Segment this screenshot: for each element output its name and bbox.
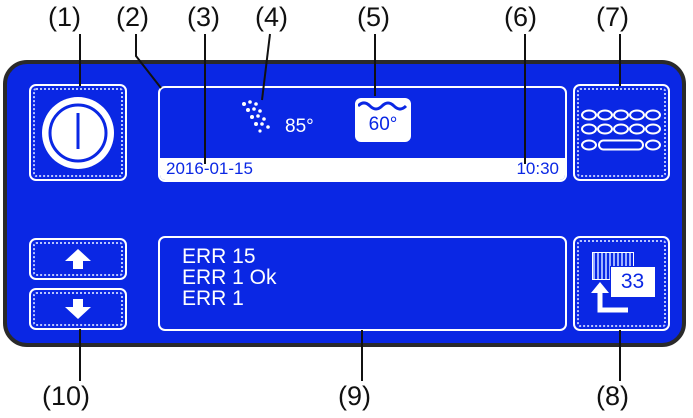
info-display: 85° 60° 2016-01-15 10:30 [158,86,567,182]
tank-indicator: 60° [355,98,411,142]
spray-temperature: 85° [285,116,314,137]
error-list: ERR 15 ERR 1 Ok ERR 1 [182,246,277,309]
scroll-up-button[interactable] [29,238,127,280]
tank-temperature: 60° [368,114,398,135]
list-item: ERR 1 Ok [182,266,277,289]
keypad-icon [580,109,661,150]
callout-1: (1) [48,2,81,32]
return-arrow-icon [590,281,628,312]
callout-8: (8) [596,381,629,411]
date-display: 2016-01-15 [166,159,253,178]
arrow-down-icon [65,299,91,319]
arrow-up-icon [65,249,91,269]
callout-3: (3) [187,2,220,32]
time-display: 10:30 [516,159,559,178]
scroll-down-button[interactable] [29,288,127,330]
callout-4: (4) [255,2,288,32]
callout-7: (7) [596,2,629,32]
spray-icon [242,100,270,133]
list-item: ERR 15 [182,245,256,268]
callout-10: (10) [42,381,91,411]
keypad-button[interactable] [573,84,670,181]
program-select-icon: 33 [586,248,658,320]
program-select-button[interactable]: 33 [573,236,670,331]
tank-icon [358,101,408,111]
program-number-box: 33 [609,265,656,298]
callout-9: (9) [338,381,371,411]
error-list-box: ERR 15 ERR 1 Ok ERR 1 [158,236,567,331]
callout-6: (6) [504,2,537,32]
callout-2: (2) [116,2,149,32]
callout-5: (5) [357,2,390,32]
status-bar: 2016-01-15 10:30 [160,158,565,180]
power-icon [42,96,114,169]
power-button[interactable] [29,84,127,181]
list-item: ERR 1 [182,287,244,310]
